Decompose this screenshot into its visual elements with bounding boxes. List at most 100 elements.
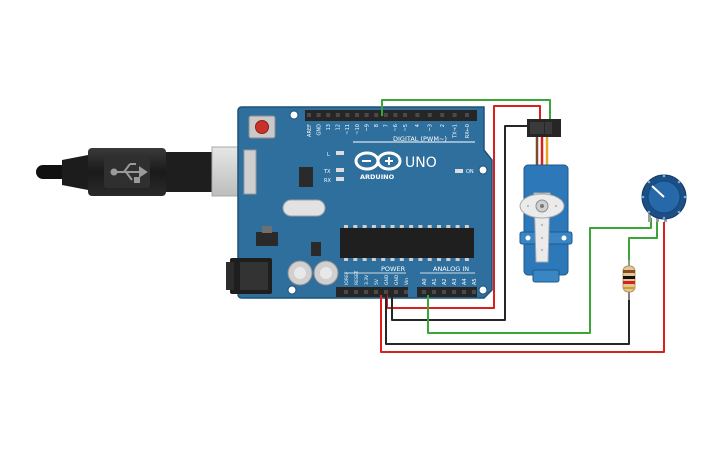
servo-connector-slot xyxy=(530,122,537,134)
header-socket[interactable] xyxy=(465,113,469,117)
pot-ridges xyxy=(641,174,687,220)
digital-pin-label: 8 xyxy=(374,124,380,127)
header-socket[interactable] xyxy=(316,113,321,117)
header-socket[interactable] xyxy=(472,290,476,294)
mounting-hole xyxy=(287,285,297,295)
led-tx-label: TX xyxy=(323,169,331,175)
header-socket[interactable] xyxy=(442,290,446,294)
analog-pin-label: A3 xyxy=(452,278,458,285)
power-header xyxy=(336,287,408,297)
header-socket[interactable] xyxy=(462,290,466,294)
digital-pin-label: ~3 xyxy=(428,124,434,131)
header-socket[interactable] xyxy=(452,113,457,117)
header-socket[interactable] xyxy=(394,290,398,294)
chip-pin xyxy=(362,225,367,228)
crystal-oscillator xyxy=(282,199,326,217)
mounting-hole xyxy=(478,165,488,175)
potentiometer[interactable] xyxy=(641,174,687,222)
header-socket[interactable] xyxy=(403,113,407,117)
header-socket[interactable] xyxy=(374,113,379,117)
header-socket[interactable] xyxy=(384,290,388,294)
servo-motor[interactable] xyxy=(519,119,573,283)
digital-header-label: DIGITAL (PWM~) xyxy=(393,135,447,143)
digital-pin-label: 13 xyxy=(326,124,332,130)
chip-pin xyxy=(437,225,441,228)
header-socket[interactable] xyxy=(427,113,432,117)
led-rx-label: RX xyxy=(324,178,331,184)
analog-pin-label: A2 xyxy=(442,278,448,285)
header-socket[interactable] xyxy=(393,113,398,117)
chip-pin xyxy=(381,225,386,228)
header-socket[interactable] xyxy=(404,290,408,294)
header-socket[interactable] xyxy=(335,113,340,117)
arduino-logo-icon xyxy=(354,151,402,171)
led-on-label: ON xyxy=(466,169,474,175)
usb-cable-strain-relief xyxy=(62,155,88,190)
usb-plug-neck xyxy=(166,152,212,192)
header-socket[interactable] xyxy=(432,290,436,294)
digital-pin-label: 2 xyxy=(440,124,446,127)
chip-pin xyxy=(409,225,414,228)
chip-pin xyxy=(371,258,376,261)
power-pin-label: Vin xyxy=(404,278,410,285)
digital-pin-label: AREF xyxy=(307,124,313,137)
digital-pin-label: ~9 xyxy=(364,124,370,131)
digital-header-block-2 xyxy=(401,110,477,121)
header-socket[interactable] xyxy=(415,113,420,117)
header-socket[interactable] xyxy=(374,290,378,294)
header-socket[interactable] xyxy=(440,113,445,117)
header-socket[interactable] xyxy=(345,113,350,117)
header-socket[interactable] xyxy=(452,290,456,294)
capacitor xyxy=(287,260,313,286)
chip-pin xyxy=(455,225,460,228)
chip-pin xyxy=(390,258,395,261)
wire-pot-signal[interactable] xyxy=(427,218,652,334)
wire-pot-power[interactable] xyxy=(380,222,665,353)
header-socket[interactable] xyxy=(326,113,331,117)
resistor[interactable] xyxy=(622,260,636,300)
led-tx-light xyxy=(336,168,344,172)
analog-pin-label: A1 xyxy=(432,278,438,285)
wire-servo-ground[interactable] xyxy=(391,125,530,321)
power-pin-label: GND xyxy=(384,274,390,285)
chip-pin xyxy=(427,225,432,228)
small-ic xyxy=(311,242,321,256)
analog-pin-label: A5 xyxy=(472,278,478,285)
header-socket[interactable] xyxy=(364,113,369,117)
wire-pot-to-resistor[interactable] xyxy=(628,222,658,266)
header-socket[interactable] xyxy=(344,290,348,294)
led-on: ON xyxy=(455,169,474,175)
analog-pin-label: A0 xyxy=(422,278,428,285)
digital-pin-label: GND xyxy=(316,124,322,136)
servo-cable xyxy=(535,137,549,165)
digital-pin-label: ~10 xyxy=(355,124,361,135)
chip-pin xyxy=(353,258,358,261)
header-socket[interactable] xyxy=(354,290,358,294)
chip-pin xyxy=(344,258,348,261)
led-l: L xyxy=(327,151,344,158)
header-socket[interactable] xyxy=(422,290,426,294)
header-socket[interactable] xyxy=(364,290,368,294)
header-socket[interactable] xyxy=(355,113,359,117)
reset-button[interactable] xyxy=(248,115,276,139)
usb-jack xyxy=(243,149,257,195)
dc-power-jack xyxy=(226,258,272,294)
wire-servo-signal[interactable] xyxy=(381,99,551,125)
led-rx-light xyxy=(336,177,344,181)
wire-resistor-ground[interactable] xyxy=(385,292,630,345)
power-pin-label: 3.3V xyxy=(364,274,370,285)
header-socket[interactable] xyxy=(307,113,311,117)
usb-symbol-icon xyxy=(110,163,148,183)
chip-pin xyxy=(390,225,395,228)
usb-cable[interactable] xyxy=(36,146,251,197)
chip-pin xyxy=(344,225,348,228)
chip-pin xyxy=(399,258,404,261)
digital-pin-label: 12 xyxy=(336,124,342,130)
header-socket[interactable] xyxy=(383,113,388,117)
digital-pin-label: ~6 xyxy=(393,124,399,131)
